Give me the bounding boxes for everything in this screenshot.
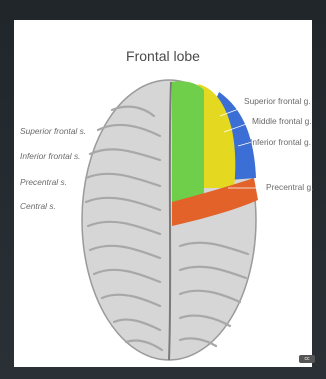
brain-diagram <box>14 20 312 367</box>
label-central-sulcus: Central s. <box>20 201 56 211</box>
license-badge: cc <box>299 355 315 363</box>
label-precentral-gyrus: Precentral g. <box>266 182 313 192</box>
superior-frontal-gyrus <box>172 81 204 204</box>
longitudinal-fissure <box>169 82 171 360</box>
label-superior-frontal-gyrus: Superior frontal g. <box>244 96 311 106</box>
label-inferior-frontal-sulcus: Inferior frontal s. <box>20 151 81 161</box>
label-superior-frontal-sulcus: Superior frontal s. <box>20 126 86 136</box>
slide: Frontal lobe <box>14 20 312 367</box>
label-precentral-sulcus: Precentral s. <box>20 177 67 187</box>
label-inferior-frontal-gyrus: Inferior frontal g. <box>250 137 311 147</box>
label-middle-frontal-gyrus: Middle frontal g. <box>252 116 312 126</box>
